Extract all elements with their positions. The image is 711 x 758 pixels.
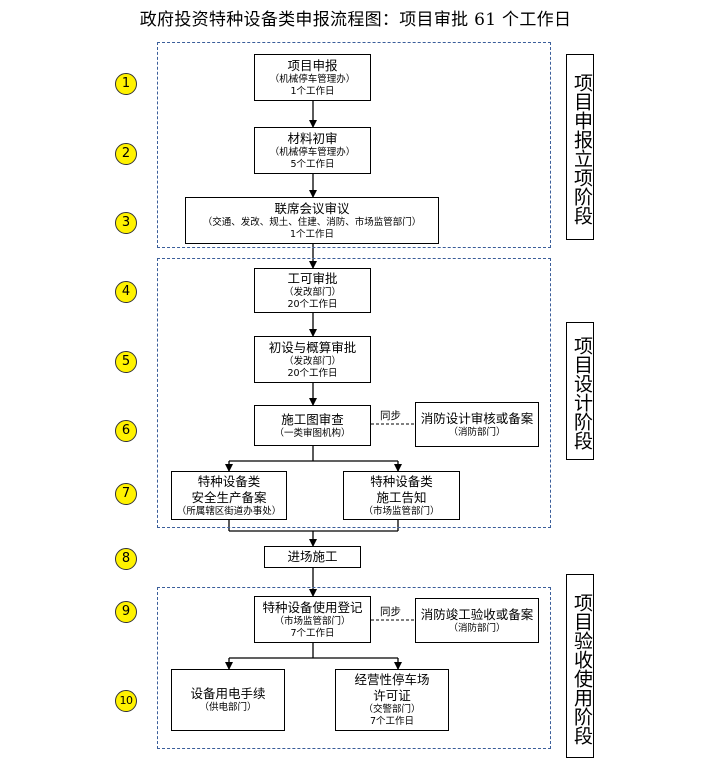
box-fire-acceptance: 消防竣工验收或备案 （消防部门） (415, 598, 539, 643)
box-enter-site: 进场施工 (264, 546, 361, 568)
stage-label-acceptance: 项目验收使用阶段 (566, 574, 594, 758)
step-number-6: 6 (115, 420, 137, 442)
preliminary-design-days: 20个工作日 (287, 367, 338, 379)
parking-license-dept: （交警部门） (363, 704, 421, 715)
stage-label-acceptance-text: 项目验收使用阶段 (571, 593, 593, 745)
fire-design-title: 消防设计审核或备案 (420, 410, 534, 426)
feasibility-days: 20个工作日 (287, 298, 338, 310)
step-number-2: 2 (115, 143, 137, 165)
box-construction-drawing: 施工图审查 （一类审图机构） (254, 405, 371, 446)
construction-notice-title-line1: 特种设备类 (370, 473, 433, 489)
safety-record-title-line2: 安全生产备案 (191, 489, 267, 505)
fire-acceptance-dept: （消防部门） (448, 622, 506, 634)
stage-label-design-text: 项目设计阶段 (571, 336, 593, 450)
step-number-5: 5 (115, 351, 137, 373)
step-number-1: 1 (115, 73, 137, 95)
safety-record-dept: （所属辖区街道办事处） (176, 505, 282, 517)
step-number-3: 3 (115, 212, 137, 234)
parking-license-title-line2: 许可证 (373, 688, 411, 703)
construction-notice-title-line2: 施工告知 (376, 489, 427, 505)
box-project-apply: 项目申报 （机械停车管理办） 1个工作日 (254, 54, 371, 101)
joint-meeting-title: 联席会议审议 (274, 200, 350, 216)
project-apply-days: 1个工作日 (290, 85, 335, 97)
feasibility-title: 工可审批 (287, 270, 338, 286)
stage-label-initiation-text: 项目申报立项阶段 (571, 73, 593, 225)
joint-meeting-dept: （交通、发改、规土、住建、消防、市场监管部门） (202, 216, 422, 228)
box-joint-meeting: 联席会议审议 （交通、发改、规土、住建、消防、市场监管部门） 1个工作日 (185, 197, 439, 244)
sync-label-acceptance: 同步 (380, 606, 401, 618)
box-preliminary-design: 初设与概算审批 （发改部门） 20个工作日 (254, 336, 371, 383)
power-procedure-dept: （供电部门） (199, 702, 257, 713)
use-registration-title: 特种设备使用登记 (262, 599, 363, 615)
project-apply-title: 项目申报 (287, 57, 338, 73)
construction-drawing-dept: （一类审图机构） (274, 427, 351, 439)
stage-label-initiation: 项目申报立项阶段 (566, 54, 594, 240)
construction-notice-dept: （市场监管部门） (363, 505, 440, 517)
parking-license-title-line1: 经营性停车场 (354, 672, 430, 687)
box-construction-notice: 特种设备类 施工告知 （市场监管部门） (343, 471, 460, 520)
box-material-review: 材料初审 （机械停车管理办） 5个工作日 (254, 127, 371, 174)
step-number-10: 10 (115, 690, 137, 712)
step-number-7: 7 (115, 483, 137, 505)
step-number-8: 8 (115, 548, 137, 570)
fire-design-dept: （消防部门） (448, 426, 506, 438)
feasibility-dept: （发改部门） (283, 286, 341, 298)
sync-label-design: 同步 (380, 410, 401, 422)
fire-acceptance-title: 消防竣工验收或备案 (420, 606, 534, 622)
stage-frame-design (157, 258, 551, 528)
step-number-9: 9 (115, 601, 137, 623)
preliminary-design-title: 初设与概算审批 (268, 339, 357, 355)
preliminary-design-dept: （发改部门） (283, 355, 341, 367)
use-registration-dept: （市场监管部门） (274, 615, 351, 627)
safety-record-title-line1: 特种设备类 (197, 473, 261, 489)
material-review-title: 材料初审 (287, 130, 338, 146)
material-review-dept: （机械停车管理办） (269, 146, 356, 158)
page-title: 政府投资特种设备类申报流程图：项目审批 61 个工作日 (139, 10, 572, 30)
material-review-days: 5个工作日 (290, 158, 335, 170)
box-safety-record: 特种设备类 安全生产备案 （所属辖区街道办事处） (171, 471, 287, 520)
box-use-registration: 特种设备使用登记 （市场监管部门） 7个工作日 (254, 596, 371, 643)
box-parking-license: 经营性停车场 许可证 （交警部门） 7个工作日 (335, 669, 449, 731)
enter-site-title: 进场施工 (287, 549, 338, 564)
stage-label-design: 项目设计阶段 (566, 322, 594, 460)
stage-frame-acceptance (157, 587, 551, 749)
power-procedure-title: 设备用电手续 (190, 686, 266, 701)
project-apply-dept: （机械停车管理办） (269, 73, 356, 85)
construction-drawing-title: 施工图审查 (281, 411, 344, 427)
joint-meeting-days: 1个工作日 (289, 228, 335, 240)
step-number-4: 4 (115, 281, 137, 303)
box-feasibility: 工可审批 （发改部门） 20个工作日 (254, 268, 371, 313)
box-fire-design: 消防设计审核或备案 （消防部门） (415, 402, 539, 447)
use-registration-days: 7个工作日 (290, 627, 335, 639)
stage-frame-initiation (157, 42, 551, 248)
parking-license-days: 7个工作日 (369, 716, 415, 727)
box-power-procedure: 设备用电手续 （供电部门） (171, 669, 285, 731)
